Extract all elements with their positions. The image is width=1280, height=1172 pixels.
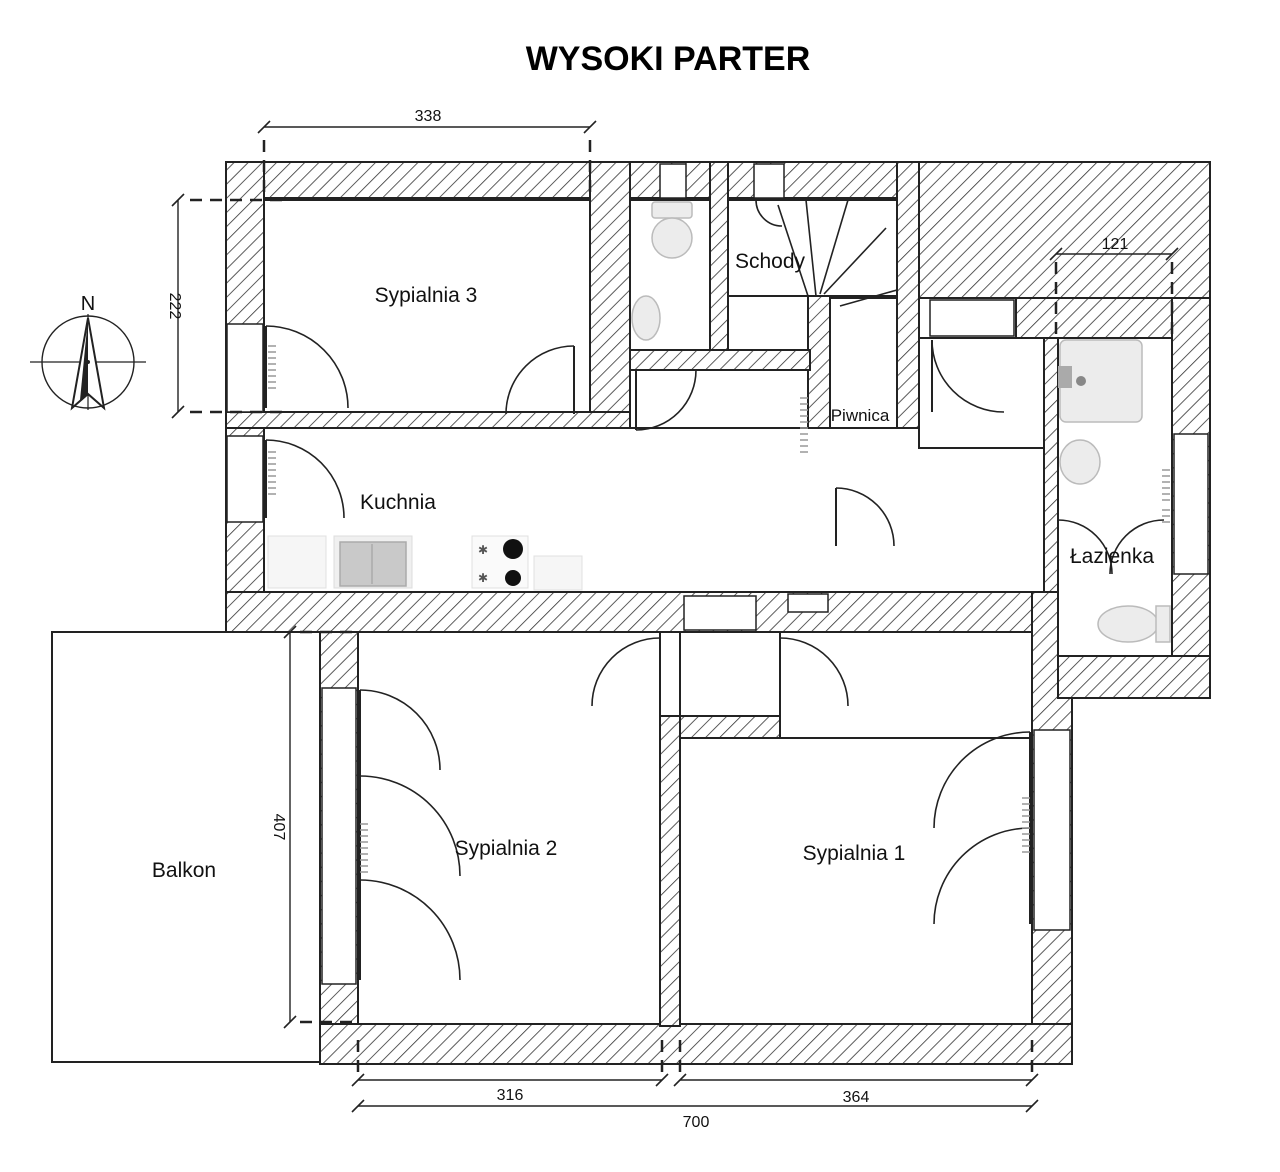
dim-left-height: 222 [166, 293, 183, 320]
svg-text:✱: ✱ [478, 571, 488, 585]
room-hallway-box [679, 631, 781, 717]
radiator-sypialnia-2 [360, 823, 368, 873]
room-sypialnia-2 [357, 631, 661, 1025]
stairs [728, 199, 898, 307]
label-lazienka: Łazienka [1070, 545, 1154, 568]
label-sypialnia-1: Sypialnia 1 [803, 842, 906, 865]
room-sypialnia-3 [263, 199, 591, 413]
wc-sink-icon [631, 295, 661, 341]
room-labels: Sypialnia 3 Schody Piwnica Kuchnia Łazie… [152, 250, 1154, 882]
dim-bottom-total: 700 [683, 1114, 710, 1131]
dimension-labels: 338 222 121 407 316 364 700 [166, 108, 1128, 1131]
dim-top-width: 338 [415, 108, 442, 125]
balcony-markers [190, 140, 1174, 1080]
label-balkon: Balkon [152, 859, 216, 882]
bath-sink-icon [1059, 439, 1101, 485]
compass-north-label: N [81, 293, 95, 315]
radiator-piwnica [800, 397, 808, 453]
fixtures: ✱ ✱ [267, 201, 1171, 643]
compass-icon: N [30, 293, 146, 411]
room-schody [727, 199, 898, 297]
room-sypialnia-1 [679, 737, 1033, 1025]
dim-bath-width: 121 [1102, 236, 1129, 253]
label-sypialnia-2: Sypialnia 2 [455, 837, 558, 860]
radiators [268, 345, 1170, 873]
label-kuchnia: Kuchnia [360, 491, 436, 514]
radiator-sypialnia-1 [1022, 797, 1030, 853]
dim-bottom-left: 316 [497, 1087, 524, 1104]
radiator-sypialnia-3 [268, 345, 276, 389]
bath-toilet-icon [1097, 605, 1171, 643]
stove-icon: ✱ ✱ [471, 535, 529, 589]
balcony-area [51, 631, 321, 1063]
radiator-lazienka [1162, 469, 1170, 523]
wc-toilet-icon [651, 201, 693, 259]
kitchen-cabinet [533, 555, 583, 591]
room-hall [918, 337, 1045, 449]
label-piwnica: Piwnica [831, 406, 890, 425]
kitchen-sink-icon [339, 541, 407, 587]
label-schody: Schody [735, 250, 806, 273]
window-openings [226, 163, 1209, 985]
dim-balcony-side: 407 [270, 814, 287, 841]
svg-text:✱: ✱ [478, 543, 488, 557]
radiator-kuchnia [268, 451, 276, 495]
dim-bottom-right: 364 [843, 1089, 870, 1106]
label-sypialnia-3: Sypialnia 3 [375, 284, 478, 307]
plan-title: WYSOKI PARTER [525, 40, 811, 78]
room-floors [51, 199, 1173, 1063]
dimension-lines [171, 120, 1179, 1113]
shower-tray-icon [1058, 339, 1143, 423]
